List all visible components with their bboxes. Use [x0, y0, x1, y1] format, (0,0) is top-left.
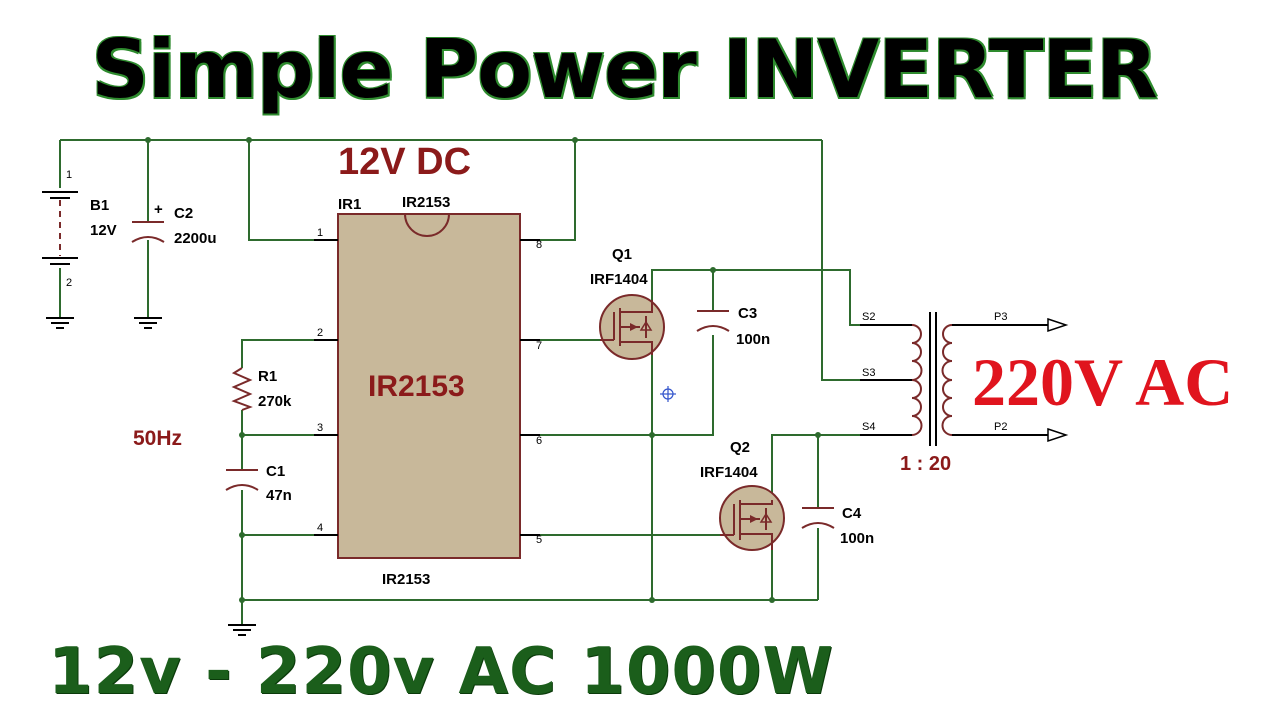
- battery-pin-2: 2: [66, 277, 72, 289]
- q2-ref: Q2: [730, 439, 750, 456]
- capacitor-c1: C1 47n: [225, 463, 292, 504]
- battery-pin-1: 1: [66, 169, 72, 181]
- transformer-pin-p3: P3: [994, 311, 1007, 323]
- output-terminal-icon: [1047, 317, 1069, 443]
- transformer-pin-p2: P2: [994, 421, 1007, 433]
- ic-pin-7: 7: [536, 340, 542, 352]
- mosfet-q2: Q2 IRF1404: [700, 439, 785, 551]
- junction-dots: [145, 137, 821, 603]
- ic-part-top: IR2153: [402, 194, 450, 211]
- ic-ref: IR1: [338, 196, 361, 213]
- ic-pin-6: 6: [536, 435, 542, 447]
- page-title: Simple Power INVERTER: [91, 23, 1157, 116]
- c2-polarity-plus: +: [154, 201, 163, 218]
- output-voltage-label: 220V AC: [972, 344, 1233, 420]
- crosshair-icon: [660, 386, 676, 402]
- supply-voltage-label: 12V DC: [338, 141, 471, 183]
- ic-pin-3: 3: [317, 422, 323, 434]
- transformer-pin-s2: S2: [862, 311, 875, 323]
- transformer-pin-s4: S4: [862, 421, 875, 433]
- ic-part-center: IR2153: [368, 370, 465, 403]
- transformer-pin-s3: S3: [862, 367, 875, 379]
- c4-ref: C4: [842, 505, 862, 522]
- c2-value: 2200u: [174, 230, 217, 247]
- transformer-ratio: 1 : 20: [900, 453, 951, 475]
- r1-ref: R1: [258, 368, 277, 385]
- c4-value: 100n: [840, 530, 874, 547]
- battery-b1: 1 2 B1 12V: [42, 169, 117, 289]
- ic-part-bottom: IR2153: [382, 571, 430, 588]
- battery-value: 12V: [90, 222, 117, 239]
- ic-pin-4: 4: [317, 522, 323, 534]
- r1-value: 270k: [258, 393, 292, 410]
- resistor-r1: R1 270k: [231, 367, 292, 411]
- q2-part: IRF1404: [700, 464, 758, 481]
- ic-ir2153: 1 2 3 4 5 6 7 8 IR1 IR2153 IR2153 IR2153: [314, 194, 542, 588]
- c3-value: 100n: [736, 331, 770, 348]
- q1-part: IRF1404: [590, 271, 648, 288]
- mosfet-q1: Q1 IRF1404: [590, 246, 665, 360]
- c3-ref: C3: [738, 305, 757, 322]
- capacitor-c4: C4 100n: [801, 505, 874, 547]
- ground-icon: [46, 317, 256, 636]
- c1-value: 47n: [266, 487, 292, 504]
- battery-ref: B1: [90, 197, 109, 214]
- wires: [59, 139, 1048, 625]
- c2-ref: C2: [174, 205, 193, 222]
- ic-pin-8: 8: [536, 239, 542, 251]
- transformer: S2 S3 S4 P3 P2 1 : 20: [862, 311, 1007, 475]
- ic-pin-2: 2: [317, 327, 323, 339]
- ic-pin-5: 5: [536, 534, 542, 546]
- frequency-label: 50Hz: [133, 427, 182, 450]
- c1-ref: C1: [266, 463, 285, 480]
- page-subtitle: 12v - 220v AC 1000W: [48, 635, 834, 709]
- q1-ref: Q1: [612, 246, 632, 263]
- ic-pin-1: 1: [317, 227, 323, 239]
- capacitor-c2: + C2 2200u: [131, 201, 217, 247]
- capacitor-c3: C3 100n: [696, 305, 770, 348]
